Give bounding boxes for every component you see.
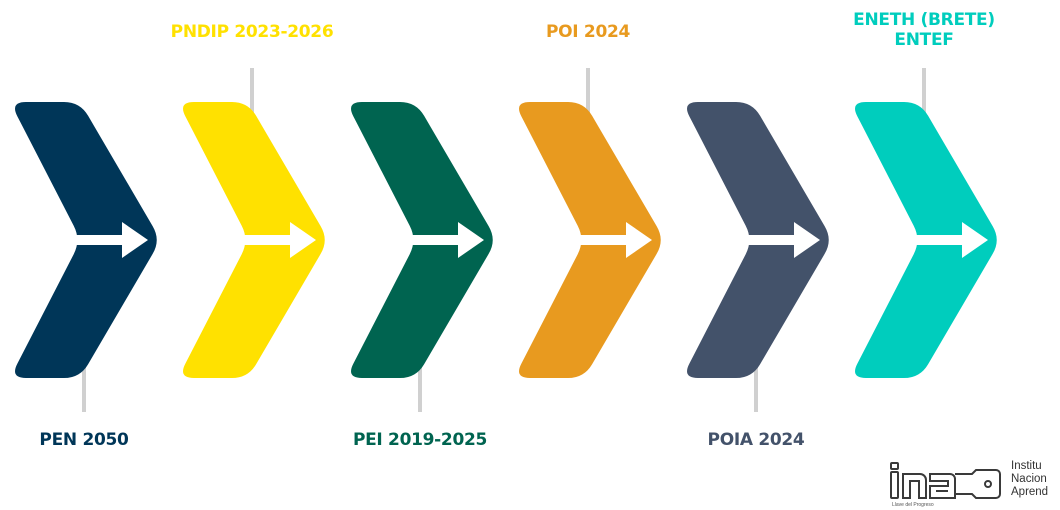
ina-logo-tagline: Llave del Progreso: [892, 502, 934, 508]
stage-label: PNDIP 2023-2026: [171, 22, 334, 42]
stage-label-line: ENTEF: [894, 30, 954, 50]
ina-logo-mark: [890, 462, 1001, 499]
flow-arrow-icon: [70, 222, 148, 258]
flow-arrow-icon: [742, 222, 820, 258]
flow-arrow-icon: [238, 222, 316, 258]
ina-logo-line: Institu: [1011, 460, 1042, 472]
ina-logo: Institu Nacion Aprend Llave del Progreso: [872, 458, 1060, 510]
ina-logo-line: Nacion: [1011, 473, 1047, 485]
flow-arrow-icon: [910, 222, 988, 258]
ina-logo-text: Institu Nacion Aprend: [1011, 460, 1048, 499]
ina-logo-line: Aprend: [1011, 486, 1049, 498]
stage-label-line: ENETH (BRETE): [853, 10, 995, 30]
stage-label-line: PEN 2050: [39, 430, 129, 450]
stage-label: POIA 2024: [708, 430, 805, 450]
stage-label: PEI 2019-2025: [353, 430, 487, 450]
stage-label: PEN 2050: [39, 430, 128, 450]
stage-label-line: POI 2024: [545, 22, 631, 42]
flow-arrow-icon: [574, 222, 652, 258]
stage-label-line: PEI 2019-2025: [352, 430, 488, 450]
flow-arrow-icon: [406, 222, 484, 258]
stage-label-line: PNDIP 2023-2026: [170, 22, 334, 42]
stage-label: ENETH (BRETE)ENTEF: [853, 10, 995, 50]
stage-label-line: POIA 2024: [707, 430, 805, 450]
stage-label: POI 2024: [546, 22, 630, 42]
